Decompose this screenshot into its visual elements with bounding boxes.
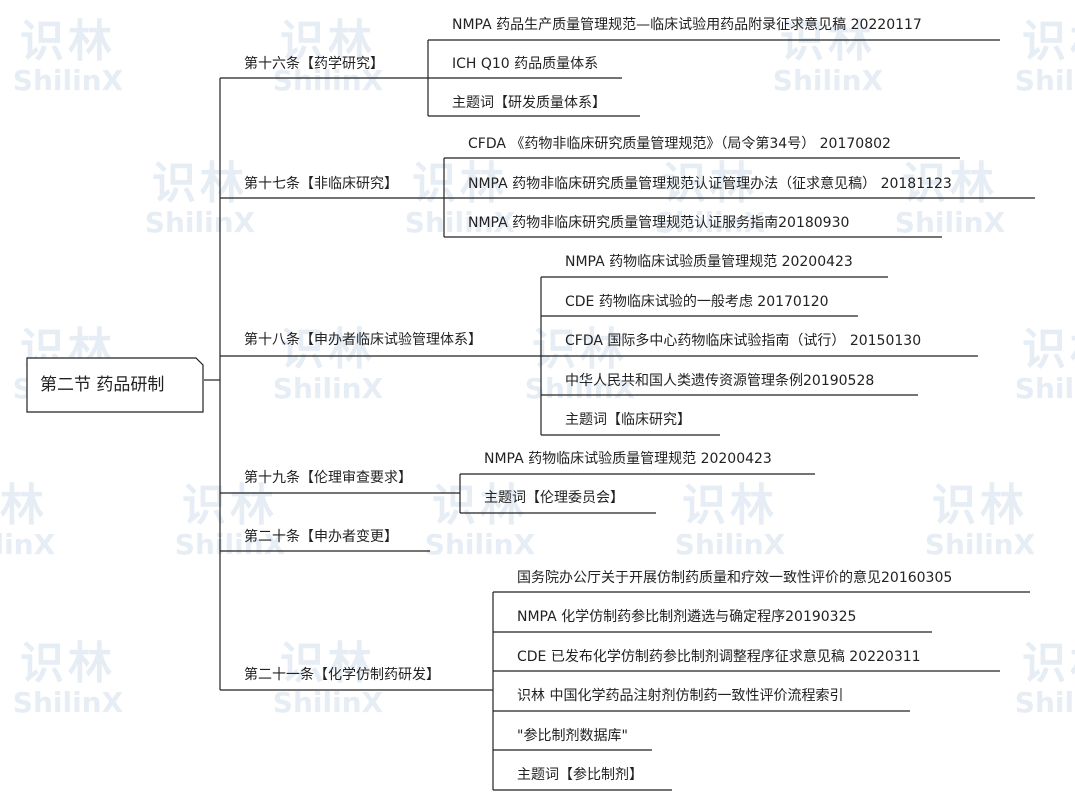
branch-article-20[interactable]: 第二十条【申办者变更】 — [244, 529, 398, 545]
leaf-node[interactable]: NMPA 药物临床试验质量管理规范 20200423 — [484, 451, 772, 467]
leaf-node[interactable]: CFDA 《药物非临床研究质量管理规范》（局令第34号） 20170802 — [468, 136, 891, 152]
branch-article-18[interactable]: 第十八条【申办者临床试验管理体系】 — [244, 332, 482, 348]
root-node[interactable]: 第二节 药品研制 — [26, 357, 204, 413]
branch-article-21[interactable]: 第二十一条【化学仿制药研发】 — [244, 667, 440, 683]
leaf-node[interactable]: NMPA 药物非临床研究质量管理规范认证服务指南20180930 — [468, 215, 850, 231]
root-node-label: 第二节 药品研制 — [40, 375, 165, 395]
leaf-node[interactable]: 主题词【临床研究】 — [565, 412, 691, 428]
branch-article-19[interactable]: 第十九条【伦理审查要求】 — [244, 470, 412, 486]
leaf-node[interactable]: NMPA 化学仿制药参比制剂遴选与确定程序20190325 — [517, 609, 857, 625]
leaf-node[interactable]: NMPA 药物临床试验质量管理规范 20200423 — [565, 254, 853, 270]
leaf-node[interactable]: NMPA 药品生产质量管理规范—临床试验用药品附录征求意见稿 20220117 — [452, 17, 922, 33]
leaf-node[interactable]: 中华人民共和国人类遗传资源管理条例20190528 — [565, 373, 875, 389]
leaf-node[interactable]: CDE 已发布化学仿制药参比制剂调整程序征求意见稿 20220311 — [517, 649, 921, 665]
leaf-node[interactable]: "参比制剂数据库" — [517, 728, 628, 744]
root-node-shape — [26, 357, 204, 413]
leaf-node[interactable]: 主题词【研发质量体系】 — [452, 95, 606, 111]
leaf-node[interactable]: 国务院办公厅关于开展仿制药质量和疗效一致性评价的意见20160305 — [517, 570, 953, 586]
leaf-node[interactable]: 主题词【参比制剂】 — [517, 767, 643, 783]
leaf-node[interactable]: 识林 中国化学药品注射剂仿制药一致性评价流程索引 — [517, 688, 844, 704]
branch-article-17[interactable]: 第十七条【非临床研究】 — [244, 176, 398, 192]
branch-article-16[interactable]: 第十六条【药学研究】 — [244, 56, 384, 72]
leaf-node[interactable]: 主题词【伦理委员会】 — [484, 490, 624, 506]
leaf-node[interactable]: NMPA 药物非临床研究质量管理规范认证管理办法（征求意见稿） 20181123 — [468, 176, 952, 192]
leaf-node[interactable]: ICH Q10 药品质量体系 — [452, 56, 599, 72]
leaf-node[interactable]: CDE 药物临床试验的一般考虑 20170120 — [565, 294, 829, 310]
leaf-node[interactable]: CFDA 国际多中心药物临床试验指南（试行） 20150130 — [565, 333, 922, 349]
